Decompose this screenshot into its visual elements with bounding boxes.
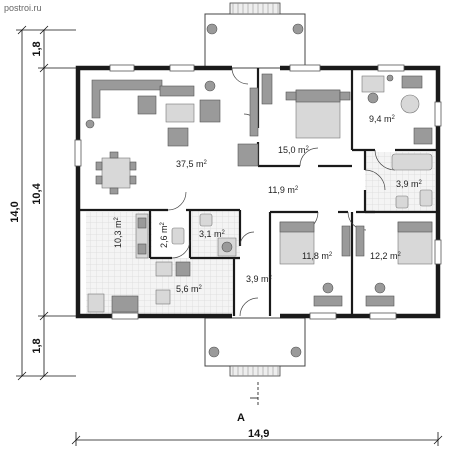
living-furniture bbox=[85, 79, 259, 195]
room-area-hall: 11,9 m2 bbox=[268, 185, 299, 195]
room-area-entry: 3,9 m2 bbox=[246, 274, 273, 284]
room-area-study: 9,4 m2 bbox=[369, 114, 396, 124]
bedroom-2-furniture bbox=[279, 221, 351, 307]
dim-total-height: 14,0 bbox=[9, 201, 21, 222]
room-area-wc: 2,6 m2 bbox=[159, 221, 169, 248]
bedroom-3-furniture bbox=[355, 221, 433, 307]
bath-small-fixtures bbox=[199, 213, 237, 257]
study-furniture bbox=[361, 74, 433, 145]
dimension-left: 14,0 10,4 1,8 1,8 bbox=[9, 25, 76, 381]
dim-porch-bottom: 1,8 bbox=[31, 338, 43, 353]
watermark-text: postroi.ru bbox=[4, 3, 42, 13]
section-label: A bbox=[237, 412, 245, 424]
dim-total-width: 14,9 bbox=[248, 428, 269, 440]
room-area-utility: 5,6 m2 bbox=[176, 284, 203, 294]
porch-bottom bbox=[204, 317, 306, 377]
porch-top bbox=[204, 2, 306, 69]
room-area-bedroom-2: 11,8 m2 bbox=[302, 251, 333, 261]
bedroom-master-furniture bbox=[261, 73, 351, 139]
window bbox=[109, 64, 135, 72]
dim-porch-top: 1,8 bbox=[31, 41, 43, 56]
exterior-wall bbox=[75, 65, 205, 319]
room-area-living: 37,5 m2 bbox=[176, 159, 208, 169]
wc-fixtures bbox=[171, 227, 185, 245]
dim-body-height: 10,4 bbox=[31, 182, 43, 204]
room-area-bedroom-3: 12,2 m2 bbox=[370, 251, 402, 261]
utility-fixtures bbox=[155, 261, 191, 305]
room-labels: 37,5 m2 15,0 m2 9,4 m2 11,9 m2 3,9 m2 10… bbox=[113, 114, 423, 294]
room-area-bath-small: 3,1 m2 bbox=[199, 229, 226, 239]
room-area-bath-large: 3,9 m2 bbox=[396, 179, 423, 189]
kitchen-furniture bbox=[87, 213, 149, 313]
section-mark: A bbox=[237, 382, 259, 424]
bath-large-fixtures bbox=[391, 153, 433, 209]
room-area-kitchen: 10,3 m2 bbox=[113, 216, 123, 248]
room-area-bedroom-master: 15,0 m2 bbox=[278, 145, 310, 155]
dimension-bottom: 14,9 bbox=[71, 428, 443, 446]
